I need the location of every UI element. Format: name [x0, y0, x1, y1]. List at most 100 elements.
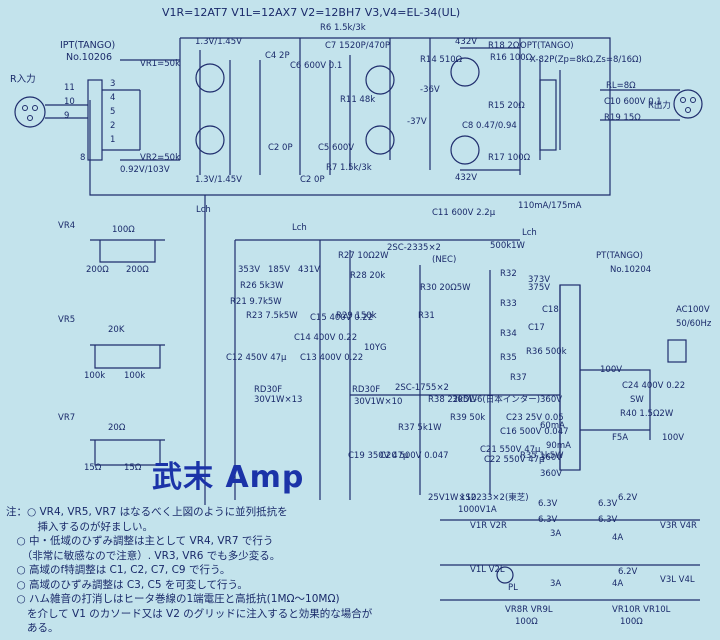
component-label: -37V — [407, 117, 427, 127]
component-label: C8 0.47/0.94 — [462, 121, 517, 131]
note-line: ○ 高域のf特調整は C1, C2, C7, C9 で行う。 — [6, 564, 231, 576]
component-label: 3A — [550, 529, 561, 539]
svg-text:4: 4 — [110, 93, 115, 103]
vr7-network — [90, 439, 165, 466]
component-label: VR4 — [58, 221, 75, 231]
component-label: 100k — [84, 371, 105, 381]
component-label: R11 48k — [340, 95, 375, 105]
component-label: 100V — [600, 365, 622, 375]
component-label: 60mA — [540, 421, 565, 431]
component-label: C22 550V 47μ — [484, 455, 545, 465]
xlr-input-jack — [14, 96, 46, 128]
component-label: 375V — [528, 283, 550, 293]
svg-text:5: 5 — [110, 107, 115, 117]
component-label: R33 — [500, 299, 517, 309]
component-label: C2 0P — [268, 143, 293, 153]
component-label: 360V — [540, 469, 562, 479]
svg-text:9: 9 — [64, 111, 69, 121]
component-label: R40 1.5Ω2W — [620, 409, 674, 419]
tube-v2-upper — [365, 65, 395, 95]
note-line: 挿入するのが好ましい。 — [6, 520, 153, 533]
component-label: 20K — [108, 325, 125, 335]
component-label: 30V1W×13 — [254, 395, 302, 405]
component-label: R14 510Ω — [420, 55, 463, 65]
component-label: 2SC-2335×2 — [387, 243, 441, 253]
component-label: 432V — [455, 173, 477, 183]
component-label: C18 — [542, 305, 559, 315]
component-label: 4A — [612, 533, 623, 543]
component-label: 10YG — [364, 343, 387, 353]
svg-text:10: 10 — [64, 97, 75, 107]
component-label: 110mA/175mA — [518, 201, 582, 211]
component-label: 30V1W×10 — [354, 397, 402, 407]
component-labels: VR1=50kVR2=50k0.92V/103V1.3V/1.45V1.3V/1… — [58, 23, 712, 627]
component-label: R28 20k — [350, 271, 385, 281]
component-label: C7 1520P/470P — [325, 41, 390, 51]
power-transformer — [559, 284, 581, 471]
component-label: R16 100Ω — [490, 53, 533, 63]
svg-text:1: 1 — [110, 135, 115, 145]
component-label: 200Ω — [86, 265, 109, 275]
component-label: 25V1W×10 — [428, 493, 476, 503]
component-label: VR5 — [58, 315, 75, 325]
component-label: R15 20Ω — [488, 101, 525, 111]
component-label: C11 600V 2.2μ — [432, 208, 496, 218]
component-label: R37 5k1W — [398, 423, 442, 433]
note-line: （非常に敏感なので注意）. VR3, VR6 でも多少変る。 — [6, 549, 281, 562]
note-line: を介して V1 のカソード又は V2 のグリッドに注入すると効果的な場合が — [6, 607, 373, 620]
component-label: PL — [508, 583, 518, 593]
component-label: R35 1k5W — [520, 451, 564, 461]
component-label: (NEC) — [432, 255, 456, 265]
component-label: C21 550V 47μ — [480, 445, 541, 455]
component-label: Lch — [196, 205, 211, 215]
component-label: C14 400V 0.22 — [294, 333, 357, 343]
component-label: No.10204 — [610, 265, 651, 275]
component-label: 3A — [550, 579, 561, 589]
component-label: R34 — [500, 329, 517, 339]
component-label: R32 — [500, 269, 517, 279]
component-label: 100Ω — [112, 225, 135, 235]
component-label: R37 — [510, 373, 527, 383]
component-label: C2 0P — [300, 175, 325, 185]
component-label: C4 2P — [265, 51, 290, 61]
header-tubes: V1R=12AT7 V1L=12AX7 V2=12BH7 V3,V4=EL-34… — [162, 6, 460, 19]
component-label: C10 600V 0.1 — [604, 97, 662, 107]
component-label: 15Ω — [124, 463, 142, 473]
tube-v4 — [450, 135, 480, 165]
amp-title: 武末 Amp — [152, 460, 305, 495]
component-label: 6.3V — [598, 515, 618, 525]
component-label: RL=8Ω — [606, 81, 636, 91]
component-label: C16 500V 0.047 — [500, 427, 569, 437]
component-label: 90mA — [546, 441, 571, 451]
component-label: 500k1W — [490, 241, 526, 251]
ipt-label: IPT(TANGO) — [60, 40, 115, 51]
component-label: 1.3V/1.45V — [195, 37, 242, 47]
component-label: R30 20Ω5W — [420, 283, 471, 293]
component-label: C13 400V 0.22 — [300, 353, 363, 363]
component-label: 50/60Hz — [676, 319, 712, 329]
component-label: 6.3V — [538, 499, 558, 509]
component-label: 100Ω — [620, 617, 643, 627]
component-label: C6 600V 0.1 — [290, 61, 342, 71]
r-input-label: R入力 — [10, 73, 36, 85]
component-label: RD30F — [352, 385, 380, 395]
component-label: 373V — [528, 275, 550, 285]
ipt-number: No.10206 — [66, 52, 112, 63]
note-line: ○ ハム雑音の打消しはヒータ巻線の1端電圧と高抵抗(1MΩ～10MΩ) — [6, 593, 340, 605]
component-label: 353V — [238, 265, 260, 275]
input-transformer — [87, 79, 103, 161]
notes-block: 注：○ VR4, VR5, VR7 はなるべく上図のように並列抵抗を 挿入するの… — [6, 505, 436, 636]
ac-plug-icon — [667, 339, 687, 363]
component-label: R26 5k3W — [240, 281, 284, 291]
component-label: RD30F — [254, 385, 282, 395]
component-label: R17 100Ω — [488, 153, 531, 163]
component-label: 100k — [124, 371, 145, 381]
component-label: VR1=50k — [140, 59, 180, 69]
component-label: Lch — [522, 228, 537, 238]
component-label: R35 — [500, 353, 517, 363]
component-label: 100V — [662, 433, 684, 443]
power-supply-wiring — [204, 195, 520, 505]
component-label: 30DL-6(日本インター) — [452, 394, 540, 405]
component-label: R38 22k5W — [428, 395, 478, 405]
